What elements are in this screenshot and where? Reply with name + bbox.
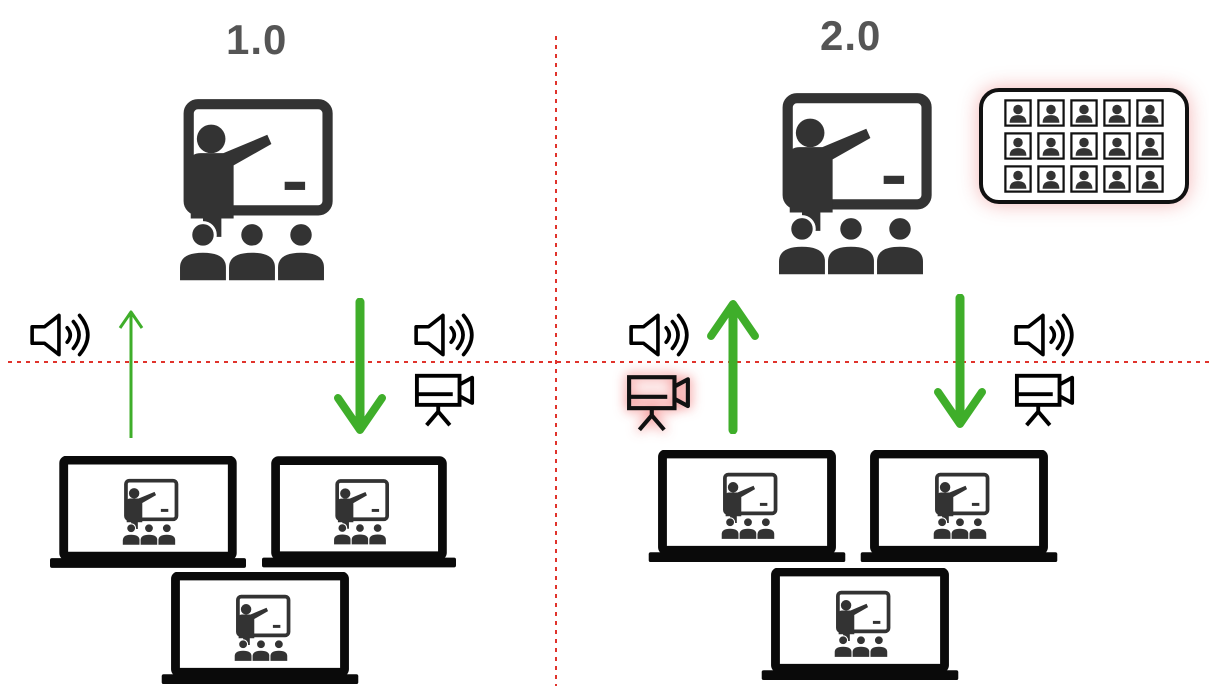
title-version-1: 1.0 (226, 16, 288, 63)
laptop-icon (50, 456, 246, 570)
teacher-classroom-icon (766, 90, 936, 284)
upload-arrow-thick (707, 300, 759, 434)
title-version-2: 2.0 (820, 12, 882, 59)
video-camera-icon-highlighted (622, 372, 696, 434)
video-camera-icon (414, 373, 475, 428)
laptop-icon (648, 450, 846, 564)
speaker-icon (30, 313, 90, 357)
laptop-icon (262, 456, 456, 570)
speaker-icon (629, 313, 689, 357)
upload-arrow-thin (118, 310, 144, 438)
laptop-icon (760, 568, 960, 682)
speaker-icon (1014, 313, 1074, 357)
participant-grid-icon (979, 88, 1189, 204)
download-arrow-thick (934, 294, 986, 428)
teacher-classroom-icon (168, 96, 336, 290)
laptop-icon (160, 572, 360, 686)
download-arrow-thick (334, 298, 386, 434)
speaker-icon (414, 313, 474, 357)
video-camera-icon (1014, 373, 1075, 428)
laptop-icon (860, 450, 1058, 564)
